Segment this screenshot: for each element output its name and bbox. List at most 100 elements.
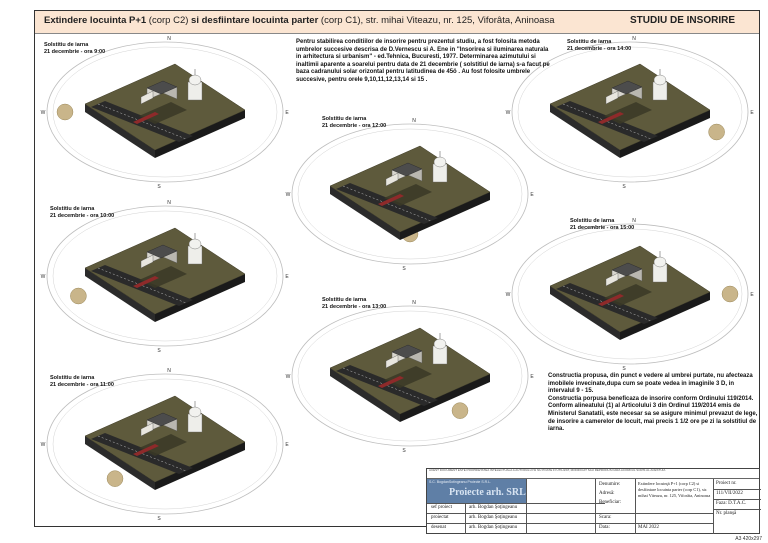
compass-west-label: W bbox=[506, 110, 511, 116]
compass-south-label: S bbox=[157, 184, 161, 190]
compass-west-label: W bbox=[41, 110, 46, 116]
compass-ring-inner bbox=[297, 310, 523, 442]
building-shadow bbox=[139, 102, 187, 124]
value-data: MAI 2022 bbox=[638, 525, 659, 530]
site-plate-side bbox=[400, 192, 490, 240]
compass-ring bbox=[291, 123, 529, 265]
compass-east-label: E bbox=[285, 274, 289, 280]
label-data: Data: bbox=[599, 525, 610, 530]
garden-strip bbox=[133, 112, 159, 124]
compass-ring-inner bbox=[52, 378, 278, 510]
site-plate-side bbox=[330, 368, 400, 422]
house-roof bbox=[391, 344, 423, 359]
house-annex bbox=[605, 90, 619, 105]
house-annex bbox=[140, 422, 154, 437]
value-proiect: 111/VII/2022 bbox=[716, 491, 743, 496]
label-proiect: Proiect nr. bbox=[716, 481, 737, 486]
house-roof bbox=[146, 244, 178, 259]
site-plate-side bbox=[85, 268, 155, 322]
house-roof bbox=[146, 412, 178, 427]
garden-strip bbox=[598, 294, 624, 306]
compass-east-label: E bbox=[530, 374, 534, 380]
site-plate-side bbox=[620, 110, 710, 158]
conclusion-p1: Constructia propusa, din punct e vedere … bbox=[548, 373, 753, 395]
compass-west-label: W bbox=[506, 292, 511, 298]
role-sef: sef proiect bbox=[431, 505, 452, 510]
label-denumire: Denumire: bbox=[599, 482, 621, 487]
conclusion-note: Constructia propusa, din punct e vedere … bbox=[548, 373, 760, 434]
compass-north-label: N bbox=[167, 368, 171, 374]
compass-ring bbox=[511, 41, 749, 183]
tb-line bbox=[427, 503, 605, 504]
label-scara: Scara: bbox=[599, 515, 612, 520]
compass-south-label: S bbox=[402, 266, 406, 272]
house-annex bbox=[140, 90, 154, 105]
building-shadow bbox=[604, 284, 652, 306]
garden-strip bbox=[378, 376, 404, 388]
compass-east-label: E bbox=[530, 192, 534, 198]
tb-line bbox=[635, 479, 636, 534]
building-shadow bbox=[384, 184, 432, 206]
title-bar: Extindere locuinta P+1 (corp C2) si desf… bbox=[35, 11, 759, 34]
site-plate-side bbox=[550, 286, 620, 340]
tb-line bbox=[595, 513, 713, 514]
tb-line bbox=[526, 479, 527, 534]
house-annex bbox=[605, 272, 619, 287]
compass-west-label: W bbox=[286, 374, 291, 380]
name-proiectat: arh. Bogdan Şoţingeanu bbox=[469, 515, 518, 520]
compass-west-label: W bbox=[41, 274, 46, 280]
label-beneficiar: Beneficiar: bbox=[599, 500, 622, 505]
copyright-strip: ACEST DOCUMENT ESTE PROPRIETATEA INTELEC… bbox=[427, 469, 759, 479]
compass-ring-inner bbox=[52, 46, 278, 178]
church-dome bbox=[188, 406, 202, 418]
garden-strip bbox=[598, 112, 624, 124]
tb-line bbox=[595, 523, 713, 524]
tb-line bbox=[713, 499, 761, 500]
site-plate-side bbox=[330, 186, 400, 240]
church-dome bbox=[433, 156, 447, 168]
compass-ring bbox=[46, 41, 284, 183]
compass-north-label: N bbox=[632, 218, 636, 224]
tb-line bbox=[713, 489, 761, 490]
conclusion-p2: Constructia porpusa beneficaza de insori… bbox=[548, 395, 754, 402]
tb-line bbox=[427, 523, 605, 524]
compass-ring-inner bbox=[517, 228, 743, 360]
role-desenat: desenat bbox=[431, 525, 446, 530]
church-dome bbox=[653, 256, 667, 268]
church-dome bbox=[188, 238, 202, 250]
tb-line bbox=[713, 479, 714, 534]
church-dome bbox=[433, 338, 447, 350]
building-shadow bbox=[604, 102, 652, 124]
garden-strip bbox=[133, 444, 159, 456]
sun-icon bbox=[70, 287, 87, 305]
house-annex bbox=[385, 354, 399, 369]
value-faza: Faza: D.T.A.C. bbox=[716, 501, 747, 506]
label-adresa: Adresă: bbox=[599, 491, 615, 496]
sun-icon bbox=[708, 123, 725, 141]
compass-north-label: N bbox=[412, 300, 416, 306]
house-roof bbox=[611, 80, 643, 95]
compass-ring-inner bbox=[517, 46, 743, 178]
logo-big-text: Proiecte arh. SRL bbox=[449, 487, 526, 498]
site-plate-side bbox=[155, 442, 245, 490]
sun-icon bbox=[451, 402, 469, 419]
title-block: ACEST DOCUMENT ESTE PROPRIETATEA INTELEC… bbox=[426, 468, 761, 534]
company-logo: S.C. BogdanSotingeanu Proiecte S.R.L. Pr… bbox=[427, 479, 526, 503]
garden-strip bbox=[133, 276, 159, 288]
site-plate-side bbox=[155, 110, 245, 158]
